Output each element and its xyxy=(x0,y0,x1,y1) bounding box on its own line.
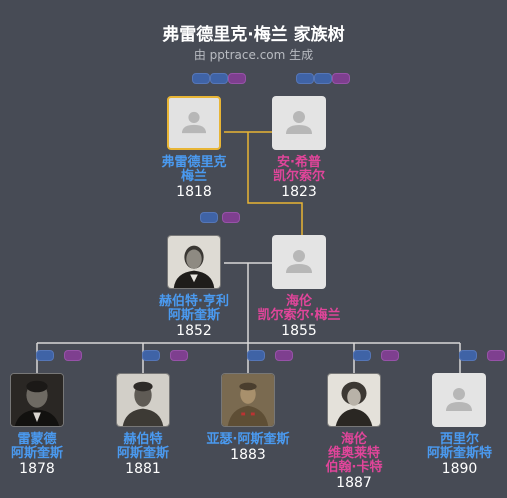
person-label-helen-violet: 海伦 维奥莱特 伯翰·卡特 1887 xyxy=(314,432,394,492)
person-silhouette-icon xyxy=(446,388,472,411)
person-name-line: 阿斯奎斯特 xyxy=(426,446,492,461)
person-birth-year: 1881 xyxy=(125,461,161,477)
expand-ancestors-toggle[interactable] xyxy=(314,73,332,84)
expand-ancestors-toggle[interactable] xyxy=(247,350,265,361)
person-name-line: 海伦 xyxy=(285,294,312,309)
person-label-raymond: 雷蒙德 阿斯奎斯 1878 xyxy=(0,432,74,478)
person-label-helen: 海伦 凯尔索尔·梅兰 1855 xyxy=(242,294,356,340)
person-card-helen-violet[interactable] xyxy=(327,373,381,427)
person-label-cyril: 西里尔 阿斯奎斯特 1890 xyxy=(412,432,507,478)
expand-ancestors-toggle[interactable] xyxy=(36,350,54,361)
person-birth-year: 1878 xyxy=(19,461,55,477)
person-birth-year: 1890 xyxy=(441,461,478,477)
person-silhouette-icon xyxy=(286,111,312,134)
expand-descendants-toggle[interactable] xyxy=(381,350,399,361)
person-name-line: 海伦 xyxy=(340,432,367,447)
person-card-arthur[interactable] xyxy=(221,373,275,427)
person-label-herbert-henry: 赫伯特·亨利 阿斯奎斯 1852 xyxy=(144,294,244,340)
person-birth-year: 1818 xyxy=(176,184,212,200)
person-name-line: 伯翰·卡特 xyxy=(325,460,383,475)
person-card-herbert-henry[interactable] xyxy=(167,235,221,289)
page-subtitle: 由 pptrace.com 生成 xyxy=(193,48,314,62)
person-card-frederick[interactable] xyxy=(167,96,221,150)
person-birth-year: 1887 xyxy=(336,475,372,491)
expand-ancestors-toggle[interactable] xyxy=(200,212,218,223)
person-name-line: 赫伯特 xyxy=(123,432,163,447)
page-title: 弗雷德里克·梅兰 家族树 xyxy=(162,25,345,45)
expand-descendants-toggle[interactable] xyxy=(275,350,293,361)
expand-descendants-toggle[interactable] xyxy=(228,73,246,84)
expand-ancestors-toggle[interactable] xyxy=(210,73,228,84)
person-label-herbert: 赫伯特 阿斯奎斯 1881 xyxy=(103,432,183,478)
person-birth-year: 1852 xyxy=(176,323,212,339)
expand-ancestors-toggle[interactable] xyxy=(142,350,160,361)
person-card-cyril[interactable] xyxy=(432,373,486,427)
person-name-line: 阿斯奎斯 xyxy=(167,308,220,323)
expand-ancestors-toggle[interactable] xyxy=(296,73,314,84)
portrait-photo xyxy=(328,374,380,426)
person-label-ann: 安·希普 凯尔索尔 1823 xyxy=(249,155,349,201)
person-label-arthur: 亚瑟·阿斯奎斯 1883 xyxy=(193,432,303,464)
expand-ancestors-toggle[interactable] xyxy=(459,350,477,361)
parent-child-connector-gen1 xyxy=(247,132,303,235)
person-name-line: 阿斯奎斯 xyxy=(116,446,169,461)
person-birth-year: 1823 xyxy=(281,184,317,200)
portrait-photo xyxy=(117,374,169,426)
person-name-line: 阿斯奎斯 xyxy=(10,446,63,461)
expand-descendants-toggle[interactable] xyxy=(332,73,350,84)
expand-ancestors-toggle[interactable] xyxy=(353,350,371,361)
person-name-line: 凯尔索尔·梅兰 xyxy=(257,308,341,323)
expand-descendants-toggle[interactable] xyxy=(222,212,240,223)
person-card-helen[interactable] xyxy=(272,235,326,289)
person-name-line: 亚瑟·阿斯奎斯 xyxy=(206,432,290,447)
expand-ancestors-toggle[interactable] xyxy=(192,73,210,84)
person-name-line: 凯尔索尔 xyxy=(272,169,325,184)
person-card-raymond[interactable] xyxy=(10,373,64,427)
person-birth-year: 1883 xyxy=(230,447,266,463)
person-name-line: 弗雷德里克 xyxy=(161,155,227,170)
person-name-line: 维奥莱特 xyxy=(327,446,380,461)
person-name-line: 西里尔 xyxy=(439,432,479,447)
person-name-line: 安·希普 xyxy=(277,155,321,170)
person-silhouette-icon xyxy=(181,111,207,134)
person-name-line: 梅兰 xyxy=(180,169,207,184)
expand-descendants-toggle[interactable] xyxy=(64,350,82,361)
portrait-photo xyxy=(11,374,63,426)
person-card-ann[interactable] xyxy=(272,96,326,150)
expand-descendants-toggle[interactable] xyxy=(170,350,188,361)
person-name-line: 雷蒙德 xyxy=(17,432,57,447)
portrait-photo xyxy=(168,236,220,288)
portrait-photo xyxy=(222,374,274,426)
person-silhouette-icon xyxy=(286,250,312,273)
person-label-frederick: 弗雷德里克 梅兰 1818 xyxy=(144,155,244,201)
person-card-herbert[interactable] xyxy=(116,373,170,427)
expand-descendants-toggle[interactable] xyxy=(487,350,505,361)
person-birth-year: 1855 xyxy=(281,323,317,339)
person-name-line: 赫伯特·亨利 xyxy=(159,294,229,309)
